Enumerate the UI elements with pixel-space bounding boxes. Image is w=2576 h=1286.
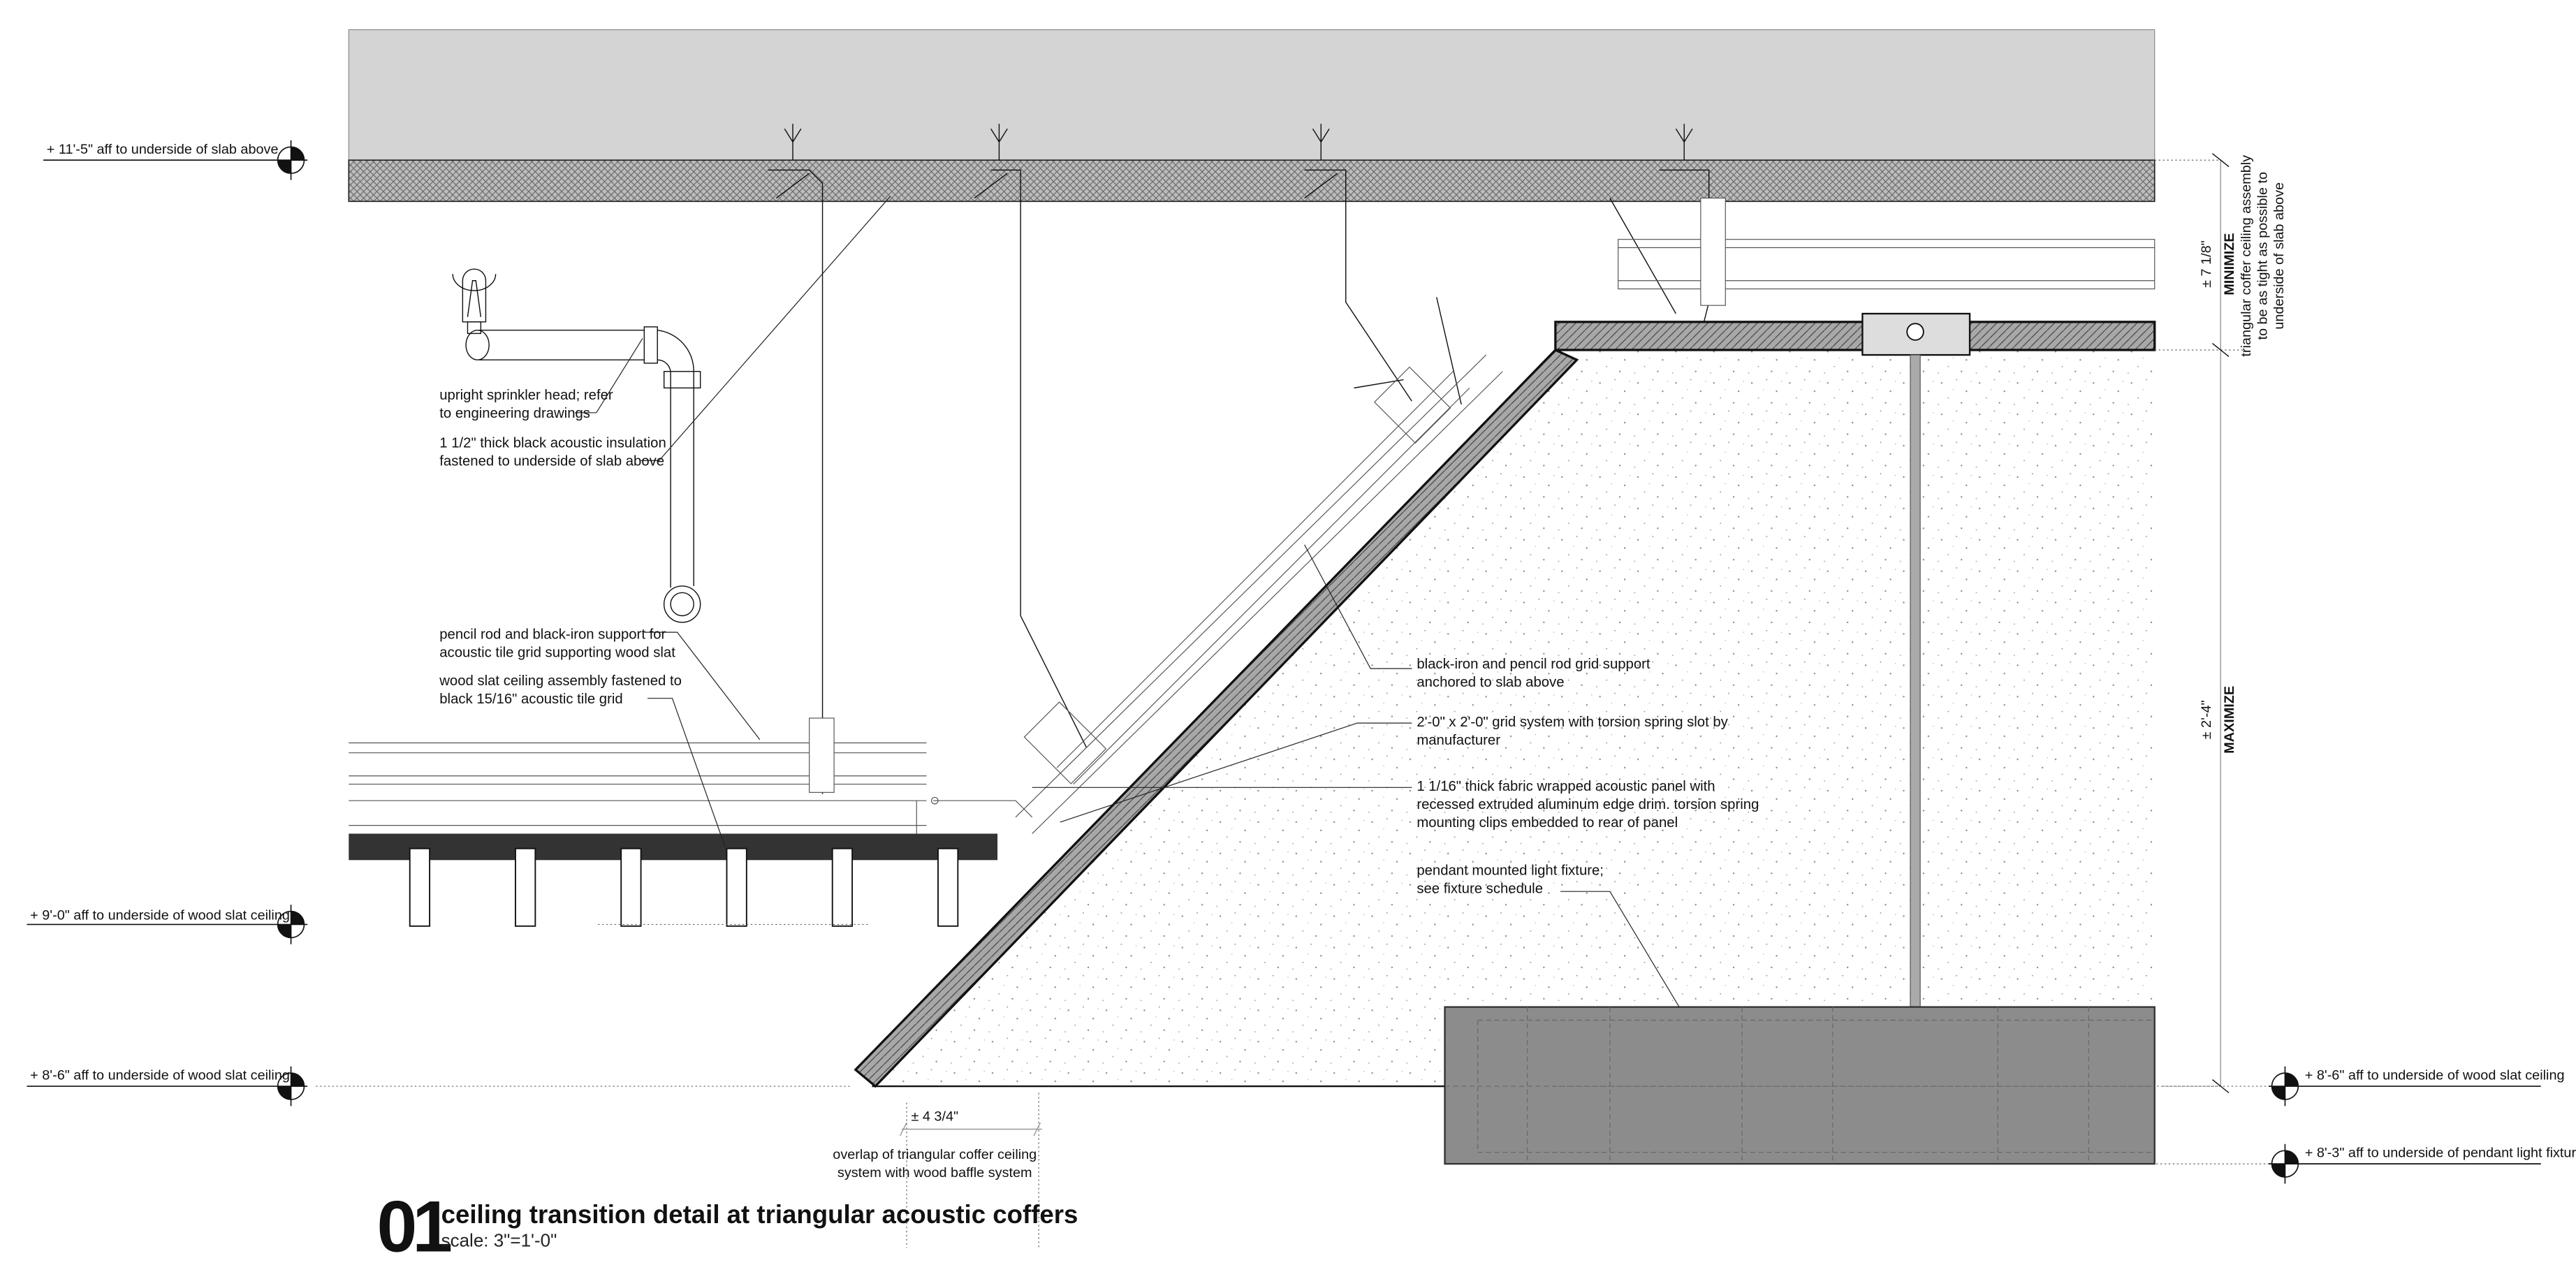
flat-acoustic-panel bbox=[1554, 321, 2156, 351]
note-black-iron-2: anchored to slab above bbox=[1417, 675, 1564, 690]
note-sprinkler-2: to engineering drawings bbox=[439, 406, 590, 421]
dim-top-note-3: underside of slab above bbox=[2271, 182, 2287, 330]
note-insulation-1: 1 1/2" thick black acoustic insulation bbox=[439, 435, 666, 451]
detail-number: 01 bbox=[376, 1186, 451, 1267]
detail-title: ceiling transition detail at triangular … bbox=[441, 1200, 1078, 1229]
upper-grid-runners bbox=[1618, 198, 2156, 306]
note-pendant-2: see fixture schedule bbox=[1417, 882, 1543, 897]
overlap-note-1: overlap of triangular coffer ceiling bbox=[833, 1147, 1037, 1162]
wood-slats bbox=[409, 847, 959, 927]
note-pencil-rod-1: pencil rod and black-iron support for bbox=[439, 627, 666, 643]
level-markers bbox=[27, 140, 2541, 1184]
pendant-rod bbox=[1910, 354, 1921, 1008]
acoustic-insulation bbox=[348, 159, 2156, 203]
level-slab: + 11'-5" aff to underside of slab above bbox=[47, 142, 279, 157]
note-pencil-rod-2: acoustic tile grid supporting wood slat bbox=[439, 645, 675, 661]
note-pendant-1: pendant mounted light fixture; bbox=[1417, 863, 1604, 879]
dim-top-note-2: to be as tight as possible to bbox=[2255, 172, 2270, 339]
pendant-light-fixture bbox=[1444, 1006, 2156, 1165]
lower-grid-rails bbox=[349, 717, 1033, 834]
overlap-note-2: system with wood baffle system bbox=[837, 1165, 1032, 1181]
dim-overlap: ± 4 3/4" bbox=[911, 1109, 958, 1125]
note-panel-3: mounting clips embedded to rear of panel bbox=[1417, 815, 1678, 831]
note-wood-slat-2: black 15/16" acoustic tile grid bbox=[439, 692, 622, 707]
coffer-cavity bbox=[872, 350, 2155, 1087]
vertical-dimension bbox=[2154, 153, 2246, 1094]
note-black-iron-1: black-iron and pencil rod grid support bbox=[1417, 657, 1651, 672]
note-panel-1: 1 1/16" thick fabric wrapped acoustic pa… bbox=[1417, 779, 1715, 794]
dim-top-note-1: triangular coffer ceiling assembly bbox=[2239, 155, 2254, 357]
sprinkler-assembly bbox=[452, 268, 701, 623]
note-grid-system-1: 2'-0" x 2'-0" grid system with torsion s… bbox=[1417, 715, 1728, 730]
diagonal-grid-system bbox=[1015, 354, 1503, 834]
annotations: upright sprinkler head; refer to enginee… bbox=[439, 388, 1759, 897]
dim-bottom-label: MAXIMIZE bbox=[2222, 686, 2237, 754]
level-wood-slat-9: + 9'-0" aff to underside of wood slat ce… bbox=[30, 907, 290, 923]
note-insulation-2: fastened to underside of slab above bbox=[439, 453, 664, 469]
dim-top-label: MINIMIZE bbox=[2222, 233, 2237, 295]
note-wood-slat-1: wood slat ceiling assembly fastened to bbox=[439, 673, 682, 689]
concrete-slab bbox=[348, 29, 2156, 161]
level-wood-slat-86-left: + 8'-6" aff to underside of wood slat ce… bbox=[30, 1068, 290, 1083]
dim-top: ± 7 1/8" bbox=[2199, 240, 2214, 288]
detail-scale: scale: 3"=1'-0" bbox=[441, 1229, 557, 1250]
note-grid-system-2: manufacturer bbox=[1417, 733, 1500, 748]
level-wood-slat-86-right: + 8'-6" aff to underside of wood slat ce… bbox=[2305, 1068, 2565, 1083]
level-pendant: + 8'-3" aff to underside of pendant ligh… bbox=[2305, 1146, 2576, 1161]
note-sprinkler-1: upright sprinkler head; refer bbox=[439, 388, 613, 403]
note-panel-2: recessed extruded aluminum edge drim. to… bbox=[1417, 797, 1759, 812]
wood-slat-backer bbox=[349, 833, 998, 861]
dim-bottom: ± 2'-4" bbox=[2199, 700, 2214, 739]
leader-lines bbox=[575, 196, 1680, 1007]
